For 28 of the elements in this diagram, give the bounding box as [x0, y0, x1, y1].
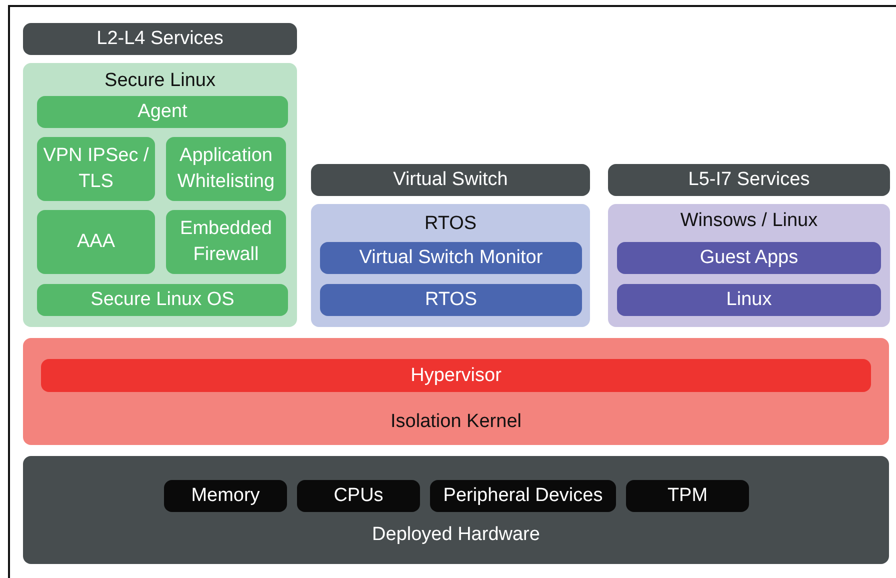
layer-header: L2-L4 Services [23, 23, 297, 55]
layer-panel [311, 204, 590, 327]
module-bar: Agent [37, 96, 288, 128]
hardware-box: Memory [164, 480, 287, 512]
panel-title: RTOS [423, 212, 478, 236]
layer-panel [608, 204, 890, 327]
panel-title: Deployed Hardware [371, 523, 541, 547]
module-bar: Virtual Switch Monitor [320, 242, 582, 274]
panel-title: Winsows / Linux [679, 209, 819, 233]
hardware-box: TPM [626, 480, 749, 512]
module-bar: Hypervisor [41, 359, 871, 392]
module-bar: Linux [617, 284, 881, 316]
module-box: VPN IPSec / TLS [37, 137, 155, 201]
hardware-box: Peripheral Devices [430, 480, 616, 512]
module-bar: RTOS [320, 284, 582, 316]
module-box: AAA [37, 210, 155, 274]
module-box: Embedded Firewall [166, 210, 286, 274]
layer-header: Virtual Switch [311, 164, 590, 196]
hardware-box: CPUs [297, 480, 420, 512]
panel-title: Isolation Kernel [390, 410, 522, 434]
layer-panel [23, 63, 297, 327]
layer-header: L5-I7 Services [608, 164, 890, 196]
module-bar: Guest Apps [617, 242, 881, 274]
module-bar: Secure Linux OS [37, 284, 288, 316]
module-box: Application Whitelisting [166, 137, 286, 201]
panel-title: Secure Linux [104, 69, 216, 93]
layer-panel [23, 338, 889, 445]
layer-panel [23, 456, 889, 564]
